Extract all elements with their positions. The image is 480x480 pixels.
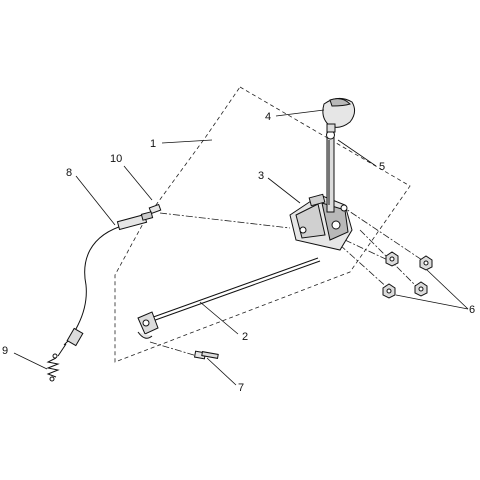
callout-3: 3 [258,170,264,182]
spring [46,353,60,382]
leader-10 [123,165,153,201]
leader-6b [395,294,469,310]
leader-7 [206,357,237,386]
leader-5 [337,139,377,167]
callout-1: 1 [150,138,156,150]
bolt [193,350,219,360]
callout-5: 5 [379,161,385,173]
alignment-line-bolt [149,341,198,357]
mounting-plate-outline [114,86,411,363]
callout-8: 8 [66,167,72,179]
alignment-line-nut-c [339,244,391,291]
alignment-line-nut-a [339,204,426,263]
shift-lever-rod [326,130,335,213]
shift-bracket-assembly [289,193,353,251]
callout-10: 10 [110,153,122,165]
leader-3 [267,177,301,204]
shift-linkage-rod [137,257,321,339]
clip-pin [148,203,162,215]
alignment-line-nut-b [344,239,393,263]
leader-2 [199,301,239,335]
callout-9: 9 [2,345,8,357]
leader-8 [75,175,116,226]
leader-6a [426,269,469,310]
callout-7: 7 [238,382,244,394]
callout-2: 2 [242,331,248,343]
leader-4 [275,109,325,117]
alignment-line-cable [159,212,291,229]
leader-1 [161,139,213,144]
shift-knob [322,98,356,133]
nuts [382,251,433,299]
callout-4: 4 [265,111,271,123]
callout-6: 6 [469,304,475,316]
control-cable [57,211,154,357]
leader-9 [13,352,48,370]
